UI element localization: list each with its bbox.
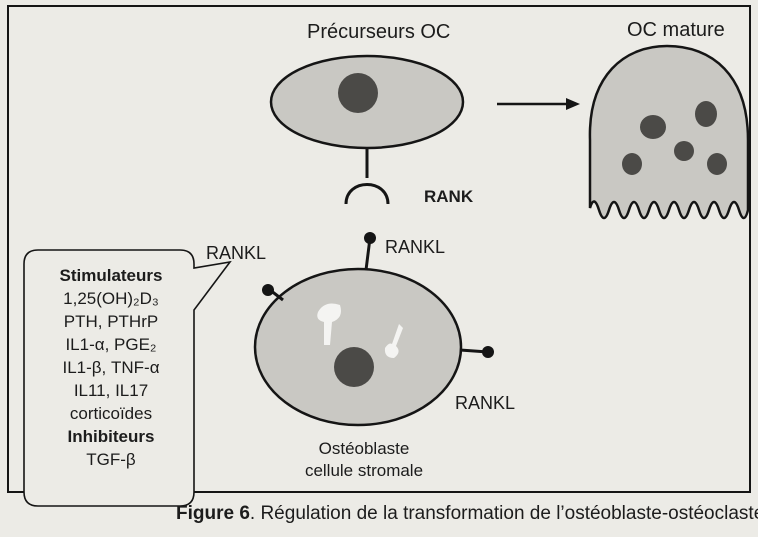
mature-nucleus-5 [707,153,727,175]
precursor-label: Précurseurs OC [307,22,450,42]
stimulator-item: PTH, PTHrP [32,310,190,333]
rankl-right-ligand [482,346,494,358]
stimulator-item: corticoïdes [32,402,190,425]
inhibitors-heading: Inhibiteurs [32,425,190,448]
osteoblast-label: Ostéoblaste cellule stromale [288,438,440,482]
figure-caption: Figure 6. Régulation de la transformatio… [176,504,758,523]
mature-nucleus-3 [674,141,694,161]
mature-label: OC mature [627,20,725,40]
rankl-top-ligand [364,232,376,244]
mature-nucleus-2 [695,101,717,127]
stimulator-item: IL1-α, PGE₂ [32,333,190,356]
mature-osteoclast [590,46,748,218]
stimulator-item: 1,25(OH)₂D₃ [32,287,190,310]
stimulator-item: IL1-β, TNF-α [32,356,190,379]
rankl-label-left: RANKL [206,244,266,262]
osteoblast-cell [255,269,461,425]
regulator-list: Stimulateurs 1,25(OH)₂D₃ PTH, PTHrP IL1-… [32,264,190,471]
mature-nucleus-4 [622,153,642,175]
inhibitor-item: TGF-β [32,448,190,471]
rank-receptor [346,185,388,205]
rank-label: RANK [424,188,473,205]
rankl-label-top: RANKL [385,238,445,256]
osteoblast-label-line2: cellule stromale [288,460,440,482]
stimulators-heading: Stimulateurs [32,264,190,287]
rankl-label-right: RANKL [455,394,515,412]
mature-nucleus-1 [640,115,666,139]
precursor-nucleus [338,73,378,113]
figure-number: Figure 6 [176,503,250,524]
differentiation-arrowhead [566,98,580,110]
osteoblast-nucleus [334,347,374,387]
osteoblast-label-line1: Ostéoblaste [288,438,440,460]
caption-text: . Régulation de la transformation de l’o… [250,503,758,524]
stimulator-item: IL11, IL17 [32,379,190,402]
rankl-left-ligand [262,284,274,296]
